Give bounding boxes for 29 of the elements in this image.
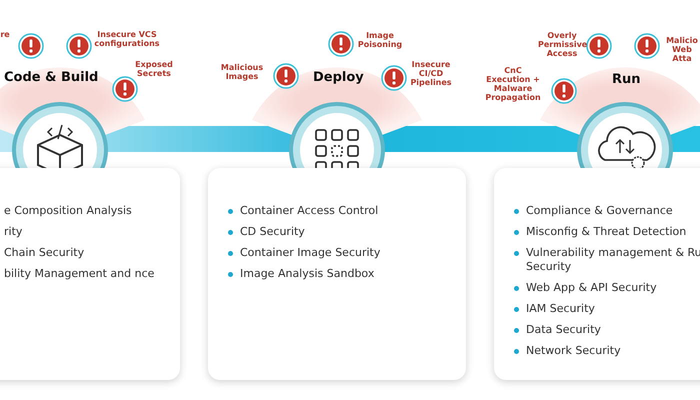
list-item: IAM Security [512,302,700,316]
stage-title: Run [612,72,641,87]
risk-label: Malicio Web Atta [665,36,699,63]
list-item: e Composition Analysis [3,204,133,218]
list-item: bility Management and nce [3,267,156,281]
risk-label: Insecure CI/CD Pipelines [409,60,453,87]
risk-label: Overly Permissive Access [538,31,586,58]
risk-label: Insecure VCS configurations [94,30,160,48]
list-item: Data Security [512,323,700,337]
card [494,168,700,380]
list-item: Misconfig & Threat Detection [512,225,700,239]
list-item: Image Analysis Sandbox [226,267,456,281]
risk-label: Exposed Secrets [134,60,174,78]
risk-label: re [0,30,11,39]
list-item: Network Security [512,344,700,358]
list-item: Compliance & Governance [512,204,700,218]
risk-label: Image Poisoning [356,31,404,49]
card [208,168,466,380]
list-item: Chain Security [3,246,86,260]
list-item: Web App & API Security [512,281,700,295]
risk-label: CnC Execution + Malware Propagation [484,66,542,102]
list-item: rity [3,225,24,239]
list-item: CD Security [226,225,456,239]
stage-title: Code & Build [4,70,98,85]
list-item: Container Image Security [226,246,456,260]
risk-label: Malicious Images [220,63,264,81]
list-item: Container Access Control [226,204,456,218]
card [0,168,180,380]
stage-title: Deploy [313,70,364,85]
